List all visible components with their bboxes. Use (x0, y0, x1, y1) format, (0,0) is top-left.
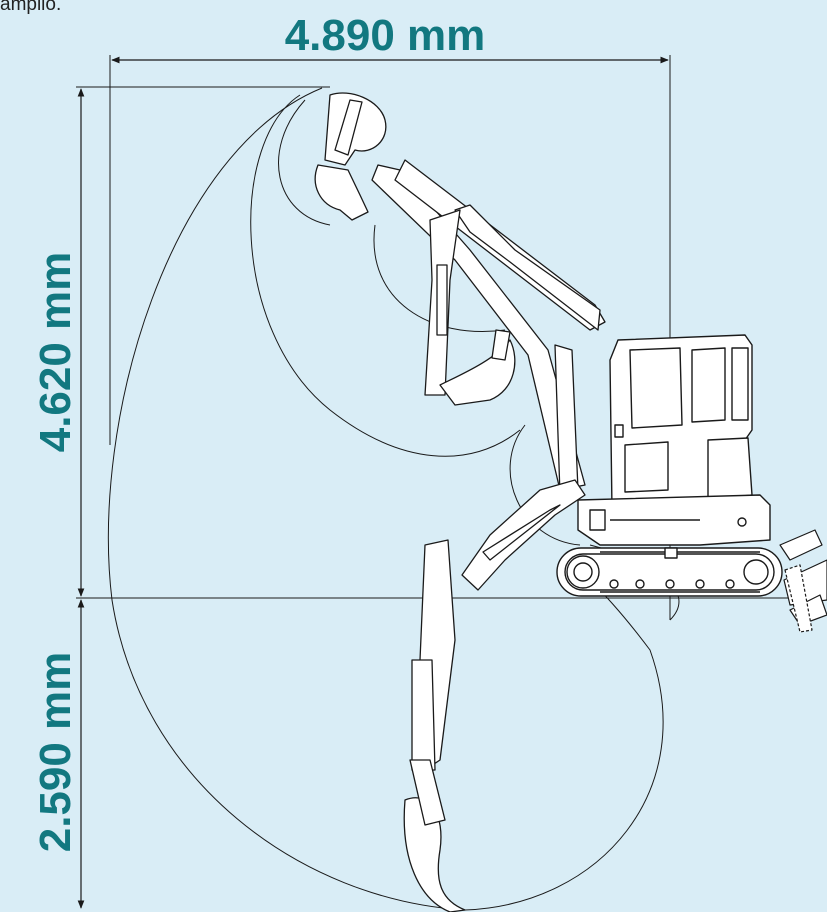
cab (609, 334, 753, 511)
cab-rear-window (731, 347, 749, 421)
cab-side-window (691, 347, 726, 423)
arm-link-raised (334, 99, 363, 156)
roller-2 (635, 579, 645, 589)
blade-upper (779, 529, 823, 561)
boom-arm-lowered (403, 344, 586, 912)
dig-depth-label: 2.590 mm (31, 652, 80, 853)
frame-bolt (737, 517, 747, 527)
roller-5 (725, 579, 735, 589)
bucket-linkage-raised (314, 164, 369, 221)
cab-front-window (629, 347, 683, 429)
idler-wheel (743, 559, 769, 585)
cab-door-panel (624, 441, 669, 493)
cropped-caption: amplio. (0, 0, 61, 15)
reach-width-label: 4.890 mm (285, 11, 486, 60)
roller-4 (695, 579, 705, 589)
blade-dashed-outline (784, 564, 813, 633)
roller-3 (665, 579, 675, 589)
outer-envelope-arc (107, 87, 664, 911)
inner-envelope-arc (250, 94, 521, 457)
undercarriage (556, 547, 783, 597)
sprocket-hub (573, 562, 593, 582)
boom-arm-mid (424, 204, 601, 406)
dimension-lines (77, 56, 669, 909)
arm-cylinder-mid (436, 264, 448, 336)
boom-upper-mid (454, 204, 601, 331)
arm-cylinder-lowered (411, 659, 436, 771)
upper-frame (577, 494, 771, 546)
engine-cover (707, 437, 753, 501)
swing-bracket (589, 509, 606, 531)
door-handle (614, 424, 624, 438)
boom-lowered-detail (482, 504, 561, 561)
bucket-curl-arc-low (509, 424, 581, 546)
bucket-curl-arc-mid (373, 224, 506, 332)
bucket-curl-arc-top (278, 99, 331, 226)
bucket-linkage-lowered (409, 759, 446, 826)
track-frame-bracket (664, 547, 678, 559)
dozer-blade (779, 529, 827, 633)
dig-height-label: 4.620 mm (31, 252, 80, 453)
roller-1 (609, 579, 619, 589)
bucket-tooth-mid (491, 329, 511, 361)
